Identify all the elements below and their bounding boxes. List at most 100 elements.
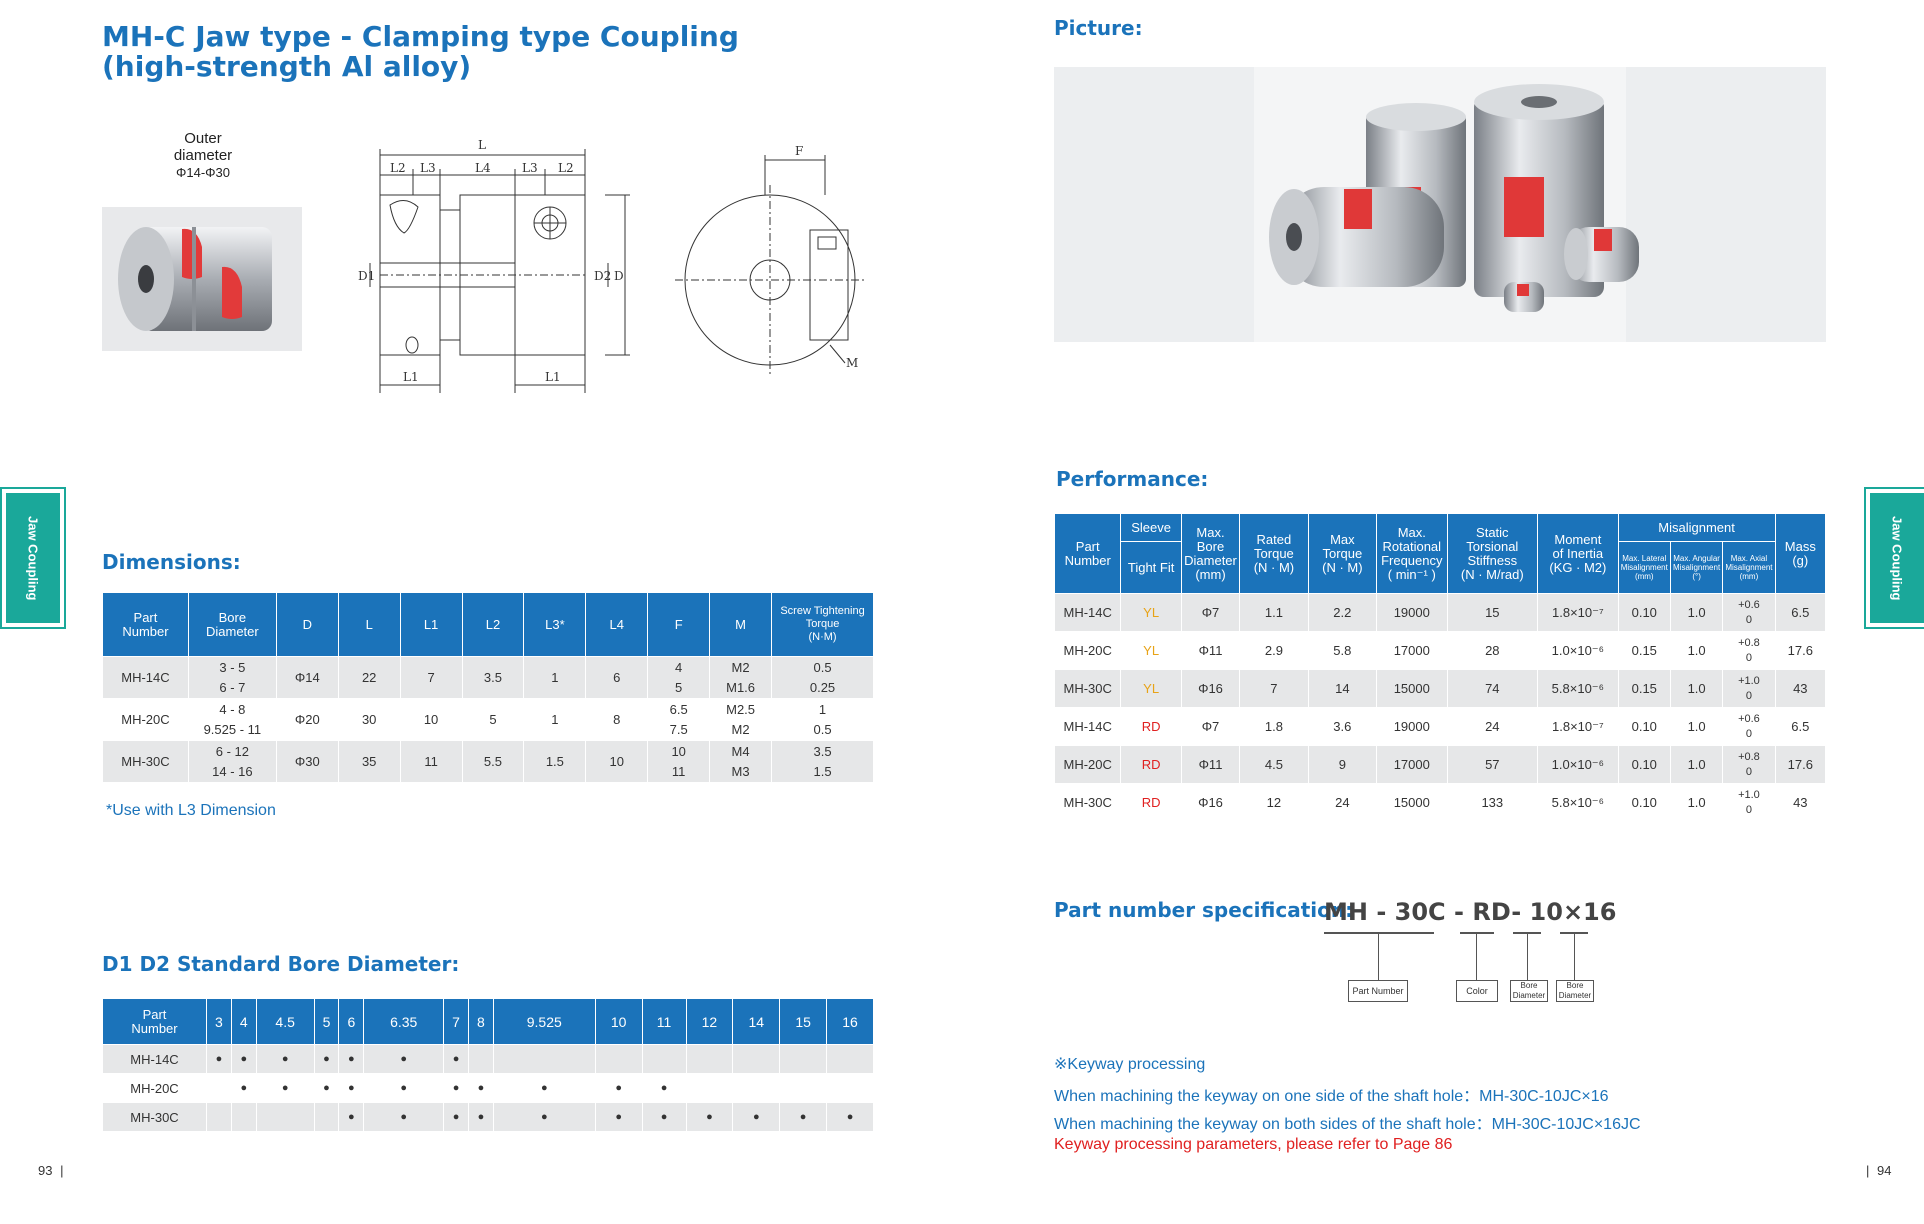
dim-cell: 6.5 7.5 bbox=[647, 698, 711, 741]
performance-table: Part Number Sleeve Max. Bore Diameter (m… bbox=[1053, 513, 1827, 822]
perf-cell-part: MH-30C bbox=[1053, 783, 1122, 822]
perf-cell: 133 bbox=[1446, 783, 1539, 822]
dim-cell: MH-14C bbox=[102, 656, 189, 699]
bore-empty bbox=[313, 1102, 340, 1132]
bore-dot: ● bbox=[467, 1102, 494, 1132]
perf-cell: 2.2 bbox=[1307, 593, 1378, 632]
perf-cell: 12 bbox=[1239, 783, 1309, 822]
bore-dot: ● bbox=[206, 1044, 232, 1074]
side-tab-left[interactable]: Jaw Coupling bbox=[0, 487, 66, 629]
dim-head-5: L2 bbox=[461, 592, 525, 657]
perf-cell-mass: 43 bbox=[1774, 783, 1827, 822]
dim-cell: 4 5 bbox=[647, 656, 711, 699]
perf-cell: 0.10 bbox=[1617, 593, 1671, 632]
bore-dot: ● bbox=[492, 1102, 596, 1132]
bore-dot: ● bbox=[685, 1102, 734, 1132]
dim-cell: MH-30C bbox=[102, 740, 189, 783]
side-tab-left-label: Jaw Coupling bbox=[25, 515, 41, 601]
perf-head-axial: Max. Axial Misalignment (mm) bbox=[1722, 541, 1776, 594]
axial-top: +0.8 bbox=[1738, 636, 1760, 649]
performance-header-row-1: Part Number Sleeve Max. Bore Diameter (m… bbox=[1053, 513, 1827, 594]
perf-cell: 24 bbox=[1307, 783, 1378, 822]
perf-cell: Φ16 bbox=[1180, 669, 1241, 708]
bore-head-size: 7 bbox=[443, 998, 469, 1045]
bore-empty bbox=[230, 1102, 257, 1132]
bore-empty bbox=[732, 1044, 781, 1074]
dim-label-L1b: L1 bbox=[545, 370, 561, 384]
perf-cell: 1.0 bbox=[1669, 707, 1724, 746]
code-mh: MH bbox=[1324, 898, 1368, 926]
spec-underline-3 bbox=[1513, 932, 1541, 934]
keyway-title: ※Keyway processing bbox=[1054, 1056, 1206, 1073]
bore-head-size: 16 bbox=[826, 998, 874, 1045]
perf-cell: 1.1 bbox=[1239, 593, 1309, 632]
bore-dot: ● bbox=[363, 1102, 445, 1132]
dim-label-L2a: L2 bbox=[390, 161, 406, 175]
bore-dot: ● bbox=[443, 1044, 469, 1074]
keyway-line-1: When machining the keyway on one side of… bbox=[1054, 1088, 1609, 1105]
page-number-left: 93 | bbox=[38, 1163, 64, 1178]
dim-cell: 11 bbox=[399, 740, 463, 783]
perf-head-static: Static Torsional Stiffness (N · M/rad) bbox=[1446, 513, 1539, 594]
bore-dot: ● bbox=[732, 1102, 781, 1132]
bore-empty bbox=[492, 1044, 596, 1074]
spec-box-bore-2: Bore Diameter bbox=[1556, 980, 1594, 1002]
perf-head-lateral: Max. Lateral Misalignment (mm) bbox=[1617, 541, 1671, 594]
perf-cell: 0.15 bbox=[1617, 631, 1671, 670]
outer-label-2: diameter bbox=[173, 147, 233, 164]
bore-dot: ● bbox=[594, 1102, 643, 1132]
dim-cell: 1 bbox=[523, 656, 587, 699]
perf-cell-sleeve: YL bbox=[1120, 631, 1182, 670]
bore-dot: ● bbox=[230, 1044, 257, 1074]
code-dash-1: - bbox=[1376, 898, 1387, 926]
outer-label-1: Outer bbox=[184, 130, 222, 147]
perf-cell: 17000 bbox=[1376, 631, 1448, 670]
dim-cell: 4 - 8 9.525 - 11 bbox=[187, 698, 277, 741]
axial-bottom: 0 bbox=[1745, 651, 1752, 664]
bore-empty bbox=[641, 1044, 687, 1074]
perf-cell-part: MH-14C bbox=[1053, 707, 1122, 746]
bore-empty bbox=[826, 1044, 874, 1074]
perf-cell: 15000 bbox=[1376, 783, 1448, 822]
dim-head-9: M bbox=[709, 592, 773, 657]
bore-dot: ● bbox=[338, 1044, 365, 1074]
perf-cell-mass: 43 bbox=[1774, 669, 1827, 708]
dim-label-D: D bbox=[614, 269, 624, 283]
side-tab-right[interactable]: Jaw Coupling bbox=[1864, 487, 1924, 629]
dim-cell: 3 - 5 6 - 7 bbox=[187, 656, 277, 699]
dim-cell: 7 bbox=[399, 656, 463, 699]
spec-leader-3 bbox=[1527, 934, 1528, 980]
bore-head-size: 8 bbox=[467, 998, 494, 1045]
bore-head-size: 9.525 bbox=[492, 998, 596, 1045]
perf-head-angular: Max. Angular Misalignment (°) bbox=[1669, 541, 1724, 594]
dim-label-F: F bbox=[795, 144, 803, 158]
perf-cell: 1.8 bbox=[1239, 707, 1309, 746]
bore-empty bbox=[594, 1044, 643, 1074]
perf-cell-sleeve: YL bbox=[1120, 593, 1182, 632]
perf-head-inertia: Moment of Inertia (KG · M2) bbox=[1537, 513, 1619, 594]
dim-cell: 10 bbox=[585, 740, 649, 783]
perf-cell: 1.0×10⁻⁶ bbox=[1537, 631, 1619, 670]
bore-dot: ● bbox=[641, 1102, 687, 1132]
bore-head-size: 3 bbox=[206, 998, 232, 1045]
code-dash-2: - bbox=[1454, 898, 1464, 926]
title-line-2: (high-strength Al alloy) bbox=[102, 50, 472, 83]
perf-cell: 74 bbox=[1446, 669, 1539, 708]
code-color: RD bbox=[1472, 898, 1512, 926]
bore-dot: ● bbox=[313, 1073, 340, 1103]
perf-cell: 17000 bbox=[1376, 745, 1448, 784]
perf-cell: 24 bbox=[1446, 707, 1539, 746]
dim-cell: 6 - 12 14 - 16 bbox=[187, 740, 277, 783]
dim-cell: 22 bbox=[337, 656, 401, 699]
table-row: MH-20C●●●●●●●●●● bbox=[102, 1073, 874, 1103]
perf-cell: 15000 bbox=[1376, 669, 1448, 708]
page-title: MH-C Jaw type - Clamping type Coupling (… bbox=[102, 22, 739, 82]
spec-box-bore-1: Bore Diameter bbox=[1510, 980, 1548, 1002]
perf-cell: 57 bbox=[1446, 745, 1539, 784]
